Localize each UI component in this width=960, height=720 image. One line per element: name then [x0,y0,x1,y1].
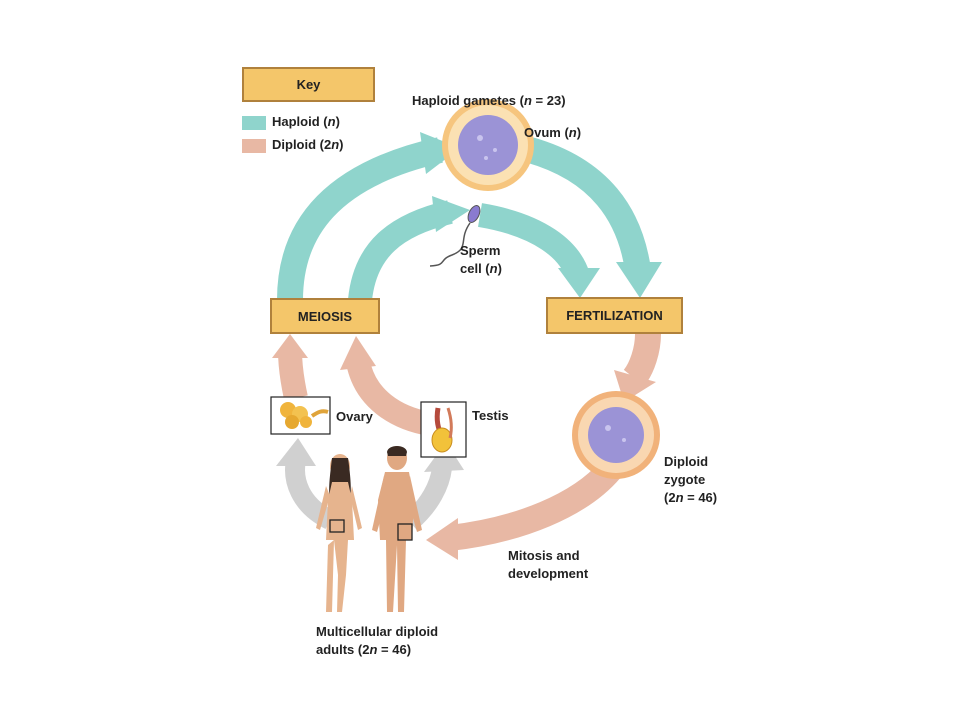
outer-haploid-arrow-left [277,137,443,301]
inner-haploid-arrow-left [348,200,453,302]
outer-haploid-arrowhead-left [420,132,460,174]
testis-to-meiosis-arrow [346,359,433,436]
sperm-cell [429,205,481,267]
male-figure [372,446,422,612]
haploid-swatch [242,116,266,130]
ovary-to-meiosis-arrowhead [272,334,308,358]
fertilization-box: FERTILIZATION [546,297,683,334]
zygote-label: Diploid zygote (2n = 46) [664,454,718,505]
inner-haploid-arrowhead-right [558,268,600,298]
ovary-image [270,396,331,435]
key-title-box: Key [242,67,375,102]
female-figure [316,454,362,612]
zygote-cell [572,391,660,479]
diploid-key-label: Diploid (2n) [272,137,344,152]
outer-haploid-arrowhead-right [616,262,662,298]
testis-label: Testis [472,408,509,423]
inner-haploid-arrow-right [477,203,590,281]
meiosis-box: MEIOSIS [270,298,380,334]
key-title: Key [296,77,321,92]
ovum-label: Ovum (n) [524,125,582,140]
inner-haploid-arrowhead-left [432,196,470,232]
mitosis-arrow [448,461,620,551]
mitosis-arrowhead [426,518,458,560]
testis-to-meiosis-arrowhead [340,336,376,370]
mitosis-label: Mitosis and development [508,548,589,581]
fertilization-to-zygote-arrow [623,333,661,387]
outer-haploid-arrow-right [526,137,651,273]
sperm-label: Sperm cell (n) [460,243,502,276]
haploid-key-label: Haploid (n) [272,114,340,129]
adults-label: Multicellular diploid adults (2n = 46) [316,624,439,657]
ovum-cell [442,99,534,191]
ovary-label: Ovary [336,409,373,424]
haploid-gametes-label: Haploid gametes (n = 23) [412,93,566,108]
diploid-swatch [242,139,266,153]
female-to-ovary-arrowhead [276,438,316,466]
testis-image [420,401,467,458]
